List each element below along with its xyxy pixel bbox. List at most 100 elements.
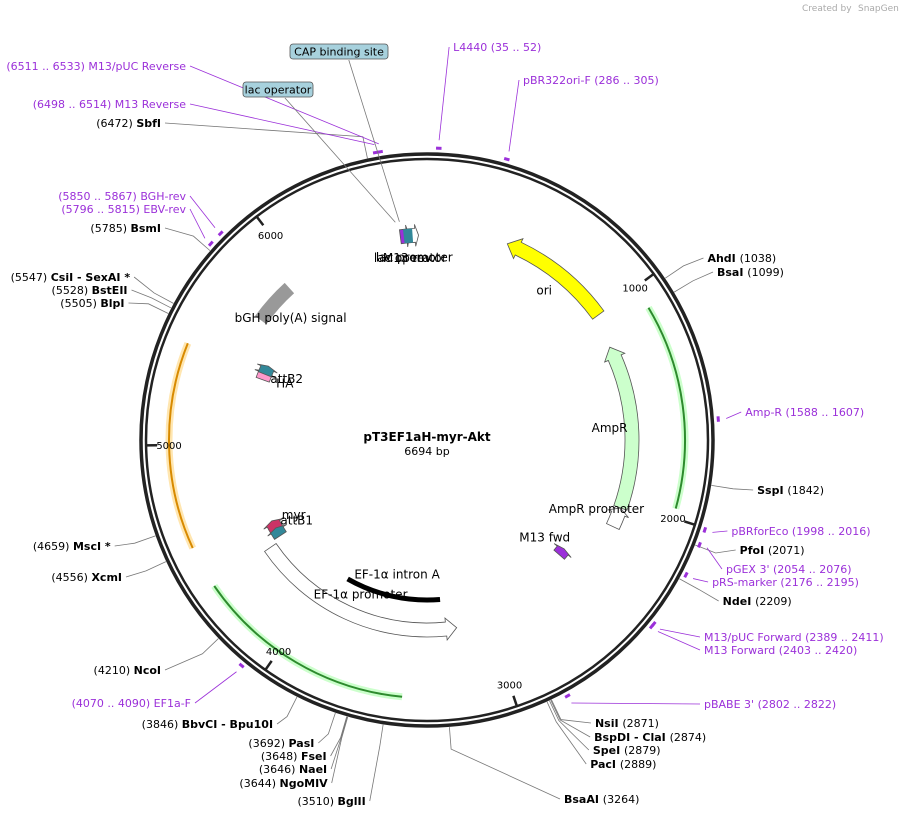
- feature-m13-fwd: [553, 543, 572, 560]
- primer-leader: [659, 628, 701, 638]
- primer-mark: [207, 240, 214, 247]
- feature-lac-operator: [402, 228, 414, 244]
- tick-mark: [263, 660, 273, 672]
- site-label-bspdi-clai: BspDI - ClaI (2874): [594, 731, 706, 744]
- site-label-nsii: NsiI (2871): [595, 717, 659, 730]
- site-label-ahdi: AhdI (1038): [707, 252, 776, 265]
- tick-label: 1000: [622, 284, 647, 295]
- site-label-msci: (4659) MscI *: [33, 540, 111, 553]
- feature-ampr: [603, 346, 640, 511]
- site-label-csii-sexai: (5547) CsiI - SexAI *: [11, 271, 131, 284]
- feature-bgh-poly-a-signal-label: bGH poly(A) signal: [235, 311, 347, 325]
- site-leader: [449, 727, 561, 800]
- feature-ef-1-intron-a-label: EF-1α intron A: [354, 568, 440, 582]
- tick-label: 3000: [497, 680, 522, 691]
- primer-leader: [189, 195, 216, 228]
- primer-leader: [571, 702, 701, 705]
- backbone-inner: [144, 157, 710, 723]
- site-leader: [131, 289, 172, 309]
- backbone-outer: [139, 152, 715, 728]
- site-label-spei: SpeI (2879): [593, 744, 661, 757]
- restriction-sites: AhdI (1038)BsaI (1099) SspI (1842) PfoI (2…: [11, 117, 824, 808]
- primer-mark: [503, 156, 510, 162]
- tick-mark: [684, 520, 697, 527]
- site-leader: [695, 544, 736, 554]
- site-leader: [128, 302, 169, 314]
- primer-leader: [712, 530, 728, 533]
- primer-label-m13-puc-reverse: (6511 .. 6533) M13/pUC Reverse: [6, 60, 186, 73]
- primer-mark: [648, 623, 655, 630]
- site-label-bsaai: BsaAI (3264): [564, 793, 639, 806]
- primer-mark: [697, 541, 702, 548]
- orf-arc-glow: [645, 305, 689, 510]
- feature-ef-1-promoter: [263, 542, 458, 642]
- primer-label-pbrforeco: pBRforEco (1998 .. 2016): [731, 525, 870, 538]
- feature-ampr-promoter-label: AmpR promoter: [549, 502, 644, 516]
- site-label-pasi: (3692) PasI: [248, 737, 314, 750]
- site-leader: [549, 700, 590, 751]
- primer-label-prs-marker: pRS-marker (2176 .. 2195): [712, 576, 859, 589]
- site-leader: [369, 724, 384, 802]
- primer-leader: [726, 411, 742, 419]
- primers: L4440 (35 .. 52)pBR322ori-F (286 .. 305)…: [6, 41, 883, 711]
- site-label-naei: (3646) NaeI: [259, 763, 327, 776]
- primer-leader: [438, 46, 450, 141]
- feature-ampr-promoter: [605, 507, 629, 531]
- boxed-label-bg: [289, 43, 389, 60]
- primer-leader: [189, 103, 375, 146]
- site-label-sbfi: (6472) SbfI: [96, 117, 161, 130]
- site-leader: [125, 561, 167, 578]
- primer-leader: [657, 631, 701, 651]
- site-label-bbvci-bpu10i: (3846) BbvCI - Bpu10I: [142, 718, 273, 731]
- feature-lac-operator-label: lac operator: [374, 251, 447, 265]
- primer-leader: [194, 671, 237, 704]
- site-leader: [665, 257, 704, 279]
- site-label-pfoi: PfoI (2071): [740, 544, 805, 557]
- feature-attb1-label: attB1: [280, 513, 313, 527]
- box-leader: [348, 59, 400, 222]
- site-label-ngomiv: (3644) NgoMIV: [239, 777, 328, 790]
- primer-label-m13-reverse: (6498 .. 6514) M13 Reverse: [33, 98, 186, 111]
- tick-label: 5000: [156, 441, 181, 452]
- tick-mark: [255, 214, 265, 227]
- orf-arc: [168, 342, 194, 549]
- site-label-bsmi: (5785) BsmI: [90, 222, 161, 235]
- orf-arc: [213, 585, 403, 698]
- site-label-bsai: BsaI (1099): [717, 266, 784, 279]
- primer-label-pbr322ori-f: pBR322ori-F (286 .. 305): [523, 74, 659, 87]
- feature-attb2: [257, 363, 278, 378]
- primer-leader: [508, 79, 520, 152]
- tick-mark: [512, 695, 519, 708]
- orf-arc: [647, 307, 686, 509]
- primer-leader: [692, 578, 709, 583]
- site-leader: [114, 535, 156, 547]
- site-label-blpi: (5505) BlpI: [60, 297, 124, 310]
- site-leader: [331, 716, 349, 784]
- site-leader: [711, 484, 754, 491]
- primer-mark: [238, 662, 245, 669]
- site-label-fsei: (3648) FseI: [261, 750, 327, 763]
- site-leader: [276, 696, 298, 725]
- box-leader: [284, 97, 396, 223]
- site-leader: [551, 699, 591, 724]
- boxed-label-lac-operator: lac operator: [245, 84, 312, 97]
- tick-label: 6000: [258, 231, 283, 242]
- site-leader: [318, 712, 336, 744]
- site-label-bsteii: (5528) BstEII: [52, 284, 128, 297]
- site-label-sspi: SspI (1842): [757, 484, 824, 497]
- feature-attb2-label: attB2: [270, 372, 303, 386]
- primer-label-m13-puc-forward: M13/pUC Forward (2389 .. 2411): [704, 631, 884, 644]
- site-label-ndei: NdeI (2209): [723, 595, 792, 608]
- feature-myr-label: myr: [282, 508, 306, 522]
- site-leader: [164, 638, 219, 671]
- site-label-bglii: (3510) BglII: [297, 795, 365, 808]
- primer-leader: [706, 547, 723, 570]
- site-leader: [330, 716, 348, 770]
- primer-label-bgh-rev: (5850 .. 5867) BGH-rev: [58, 190, 186, 203]
- feature-m13-fwd-label: M13 fwd: [519, 531, 570, 545]
- feature-m13-rev-label: M13 rev: [383, 251, 432, 265]
- site-leader: [164, 122, 368, 159]
